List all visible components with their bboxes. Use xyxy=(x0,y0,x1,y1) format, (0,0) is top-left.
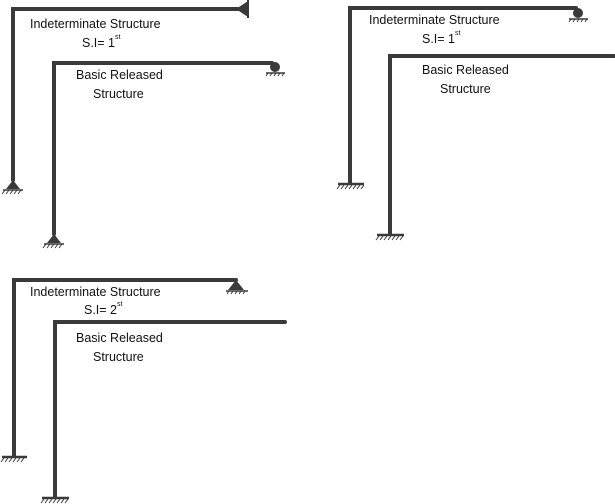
diagram-3-si-label: S.I= 2st xyxy=(84,301,123,317)
diagram-1-indeterminate-label: Indeterminate Structure xyxy=(30,17,161,31)
diagram-2-si-value: S.I= 1 xyxy=(422,32,456,46)
diagram-1-pin-support-icon xyxy=(1,180,23,195)
diagram-2-roller-support-icon xyxy=(568,8,588,23)
diagram-3-released-label-line2: Structure xyxy=(93,350,144,364)
diagram-2-si-superscript: st xyxy=(455,30,461,37)
diagram-1 xyxy=(1,0,285,249)
diagram-1-si-value: S.I= 1 xyxy=(82,36,116,50)
diagram-2-indeterminate-label: Indeterminate Structure xyxy=(369,13,500,27)
diagram-1-released-label-line1: Basic Released xyxy=(76,68,163,82)
diagram-3-released-fixed-support-icon xyxy=(40,496,69,504)
diagram-1-released-frame xyxy=(52,61,274,236)
diagram-1-si-label: S.I= 1st xyxy=(82,34,121,50)
diagram-3-indeterminate-frame xyxy=(12,278,238,458)
diagram-2-fixed-support-icon xyxy=(336,182,365,190)
diagram-2 xyxy=(336,6,615,241)
diagram-1-si-superscript: st xyxy=(115,34,121,41)
diagram-3-si-superscript: st xyxy=(117,301,123,308)
diagram-1-released-label-line2: Structure xyxy=(93,87,144,101)
diagram-3-si-value: S.I= 2 xyxy=(84,303,118,317)
diagram-3-released-frame xyxy=(53,320,287,499)
diagram-2-indeterminate-frame xyxy=(348,6,578,185)
diagram-2-released-frame xyxy=(388,54,615,236)
diagram-1-indeterminate-frame xyxy=(11,7,240,182)
diagram-2-released-label-line1: Basic Released xyxy=(422,63,509,77)
diagram-3-fixed-support-icon xyxy=(0,455,27,463)
diagram-1-fixed-support-icon xyxy=(236,0,249,18)
diagram-3-released-label-line1: Basic Released xyxy=(76,331,163,345)
diagram-2-released-fixed-support-icon xyxy=(375,233,404,241)
diagram-2-released-label-line2: Structure xyxy=(440,82,491,96)
diagram-3-indeterminate-label: Indeterminate Structure xyxy=(30,285,161,299)
diagram-1-released-pin-support-icon xyxy=(42,234,64,249)
diagram-3-pin-support-icon xyxy=(226,280,248,295)
diagram-1-roller-support-icon xyxy=(265,62,285,77)
diagram-2-si-label: S.I= 1st xyxy=(422,30,461,46)
diagram-3 xyxy=(0,278,287,504)
